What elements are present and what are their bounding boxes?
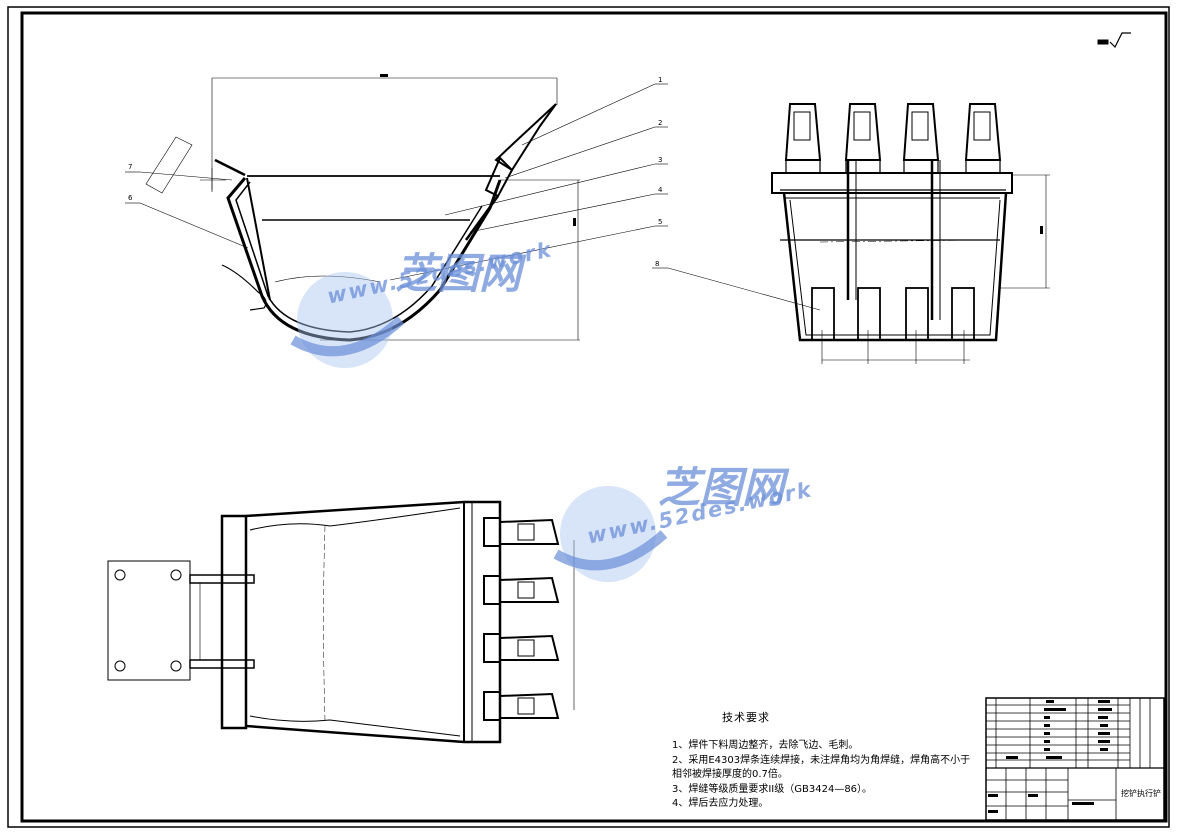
note-item: 相邻被焊接厚度的0.7倍。 <box>672 769 788 780</box>
note-item: 1、焊件下料周边整齐，去除飞边、毛刺。 <box>672 740 859 751</box>
front-teeth-top <box>784 103 1002 173</box>
callout-7: 7 <box>128 163 132 171</box>
watermark-cn: 芝图网 <box>658 463 785 512</box>
title-block <box>985 697 1165 821</box>
callout-5: 5 <box>658 218 662 226</box>
inner-frame <box>20 11 1168 823</box>
notes-title: 技术要求 <box>722 711 770 724</box>
title-block-fills <box>988 700 1112 813</box>
note-item: 3、焊缝等级质量要求II级（GB3424—86）。 <box>672 784 873 795</box>
note-item: 2、采用E4303焊条连续焊接，未注焊角均为角焊缝，焊角高不小于 <box>672 755 971 766</box>
roughness-symbol <box>1097 32 1131 49</box>
side-view-leaders <box>125 83 821 311</box>
watermark-1: 芝图网 <box>290 240 522 368</box>
globe-icon <box>290 272 405 368</box>
watermark-2: 芝图网 <box>553 454 785 582</box>
drawing-name: 挖铲执行铲 <box>1121 789 1161 798</box>
callout-3: 3 <box>658 156 662 164</box>
globe-icon <box>553 486 668 582</box>
callout-6: 6 <box>128 194 133 202</box>
top-view-teeth <box>483 517 560 721</box>
callout-8: 8 <box>655 260 659 268</box>
callout-labels: 1 2 3 4 5 6 7 8 <box>128 76 663 268</box>
top-view <box>107 500 575 744</box>
callout-2: 2 <box>658 119 662 127</box>
callout-4: 4 <box>658 186 663 194</box>
front-view <box>771 160 1050 364</box>
outer-frame <box>7 6 1170 828</box>
watermark-cn: 芝图网 <box>395 249 522 298</box>
note-item: 4、焊后去应力处理。 <box>672 798 769 809</box>
front-teeth-bottom <box>811 287 975 341</box>
callout-1: 1 <box>658 76 662 84</box>
